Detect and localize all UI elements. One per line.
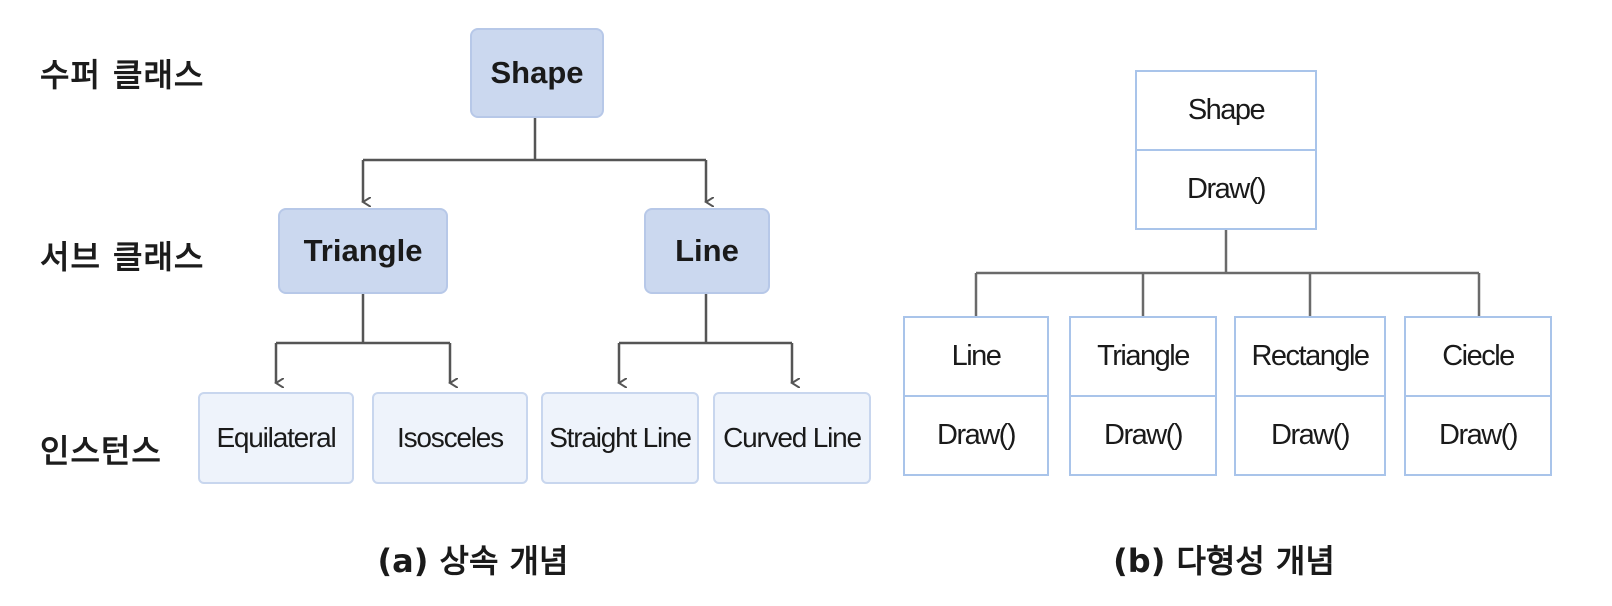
sub-class-row-label: 서브 클래스 — [40, 238, 205, 276]
super-class-row-label: 수퍼 클래스 — [40, 56, 205, 94]
method-cell: Draw() — [905, 395, 1047, 474]
derived-class-triangle-box: Triangle Draw() — [1069, 316, 1217, 476]
instance-equilateral-box: Equilateral — [198, 392, 354, 484]
class-name-cell: Triangle — [1097, 340, 1190, 372]
derived-class-rectangle-box: Rectangle Draw() — [1234, 316, 1386, 476]
method-cell: Draw() — [1406, 395, 1550, 474]
class-name-cell: Shape — [1187, 94, 1266, 126]
polymorphism-connectors — [974, 228, 1481, 318]
sub-class-line-box: Line — [644, 208, 770, 294]
method-cell: Draw() — [1071, 395, 1215, 474]
method-cell: Draw() — [1236, 395, 1384, 474]
instance-straight-line-box: Straight Line — [541, 392, 699, 484]
method-cell: Draw() — [1137, 149, 1315, 228]
class-name-cell: Line — [951, 340, 1002, 372]
sub-class-triangle-box: Triangle — [278, 208, 448, 294]
inheritance-caption: (a) 상속 개념 — [377, 542, 569, 580]
class-name-cell: Rectangle — [1251, 340, 1370, 372]
inheritance-connectors — [276, 116, 792, 383]
instance-row-label: 인스턴스 — [40, 432, 162, 470]
base-class-shape-box: Shape Draw() — [1135, 70, 1317, 230]
derived-class-ciecle-box: Ciecle Draw() — [1404, 316, 1552, 476]
derived-class-line-box: Line Draw() — [903, 316, 1049, 476]
polymorphism-caption: (b) 다형성 개념 — [1113, 542, 1335, 580]
instance-isosceles-box: Isosceles — [372, 392, 528, 484]
class-name-cell: Ciecle — [1442, 340, 1515, 372]
instance-curved-line-box: Curved Line — [713, 392, 871, 484]
super-class-shape-box: Shape — [470, 28, 604, 118]
